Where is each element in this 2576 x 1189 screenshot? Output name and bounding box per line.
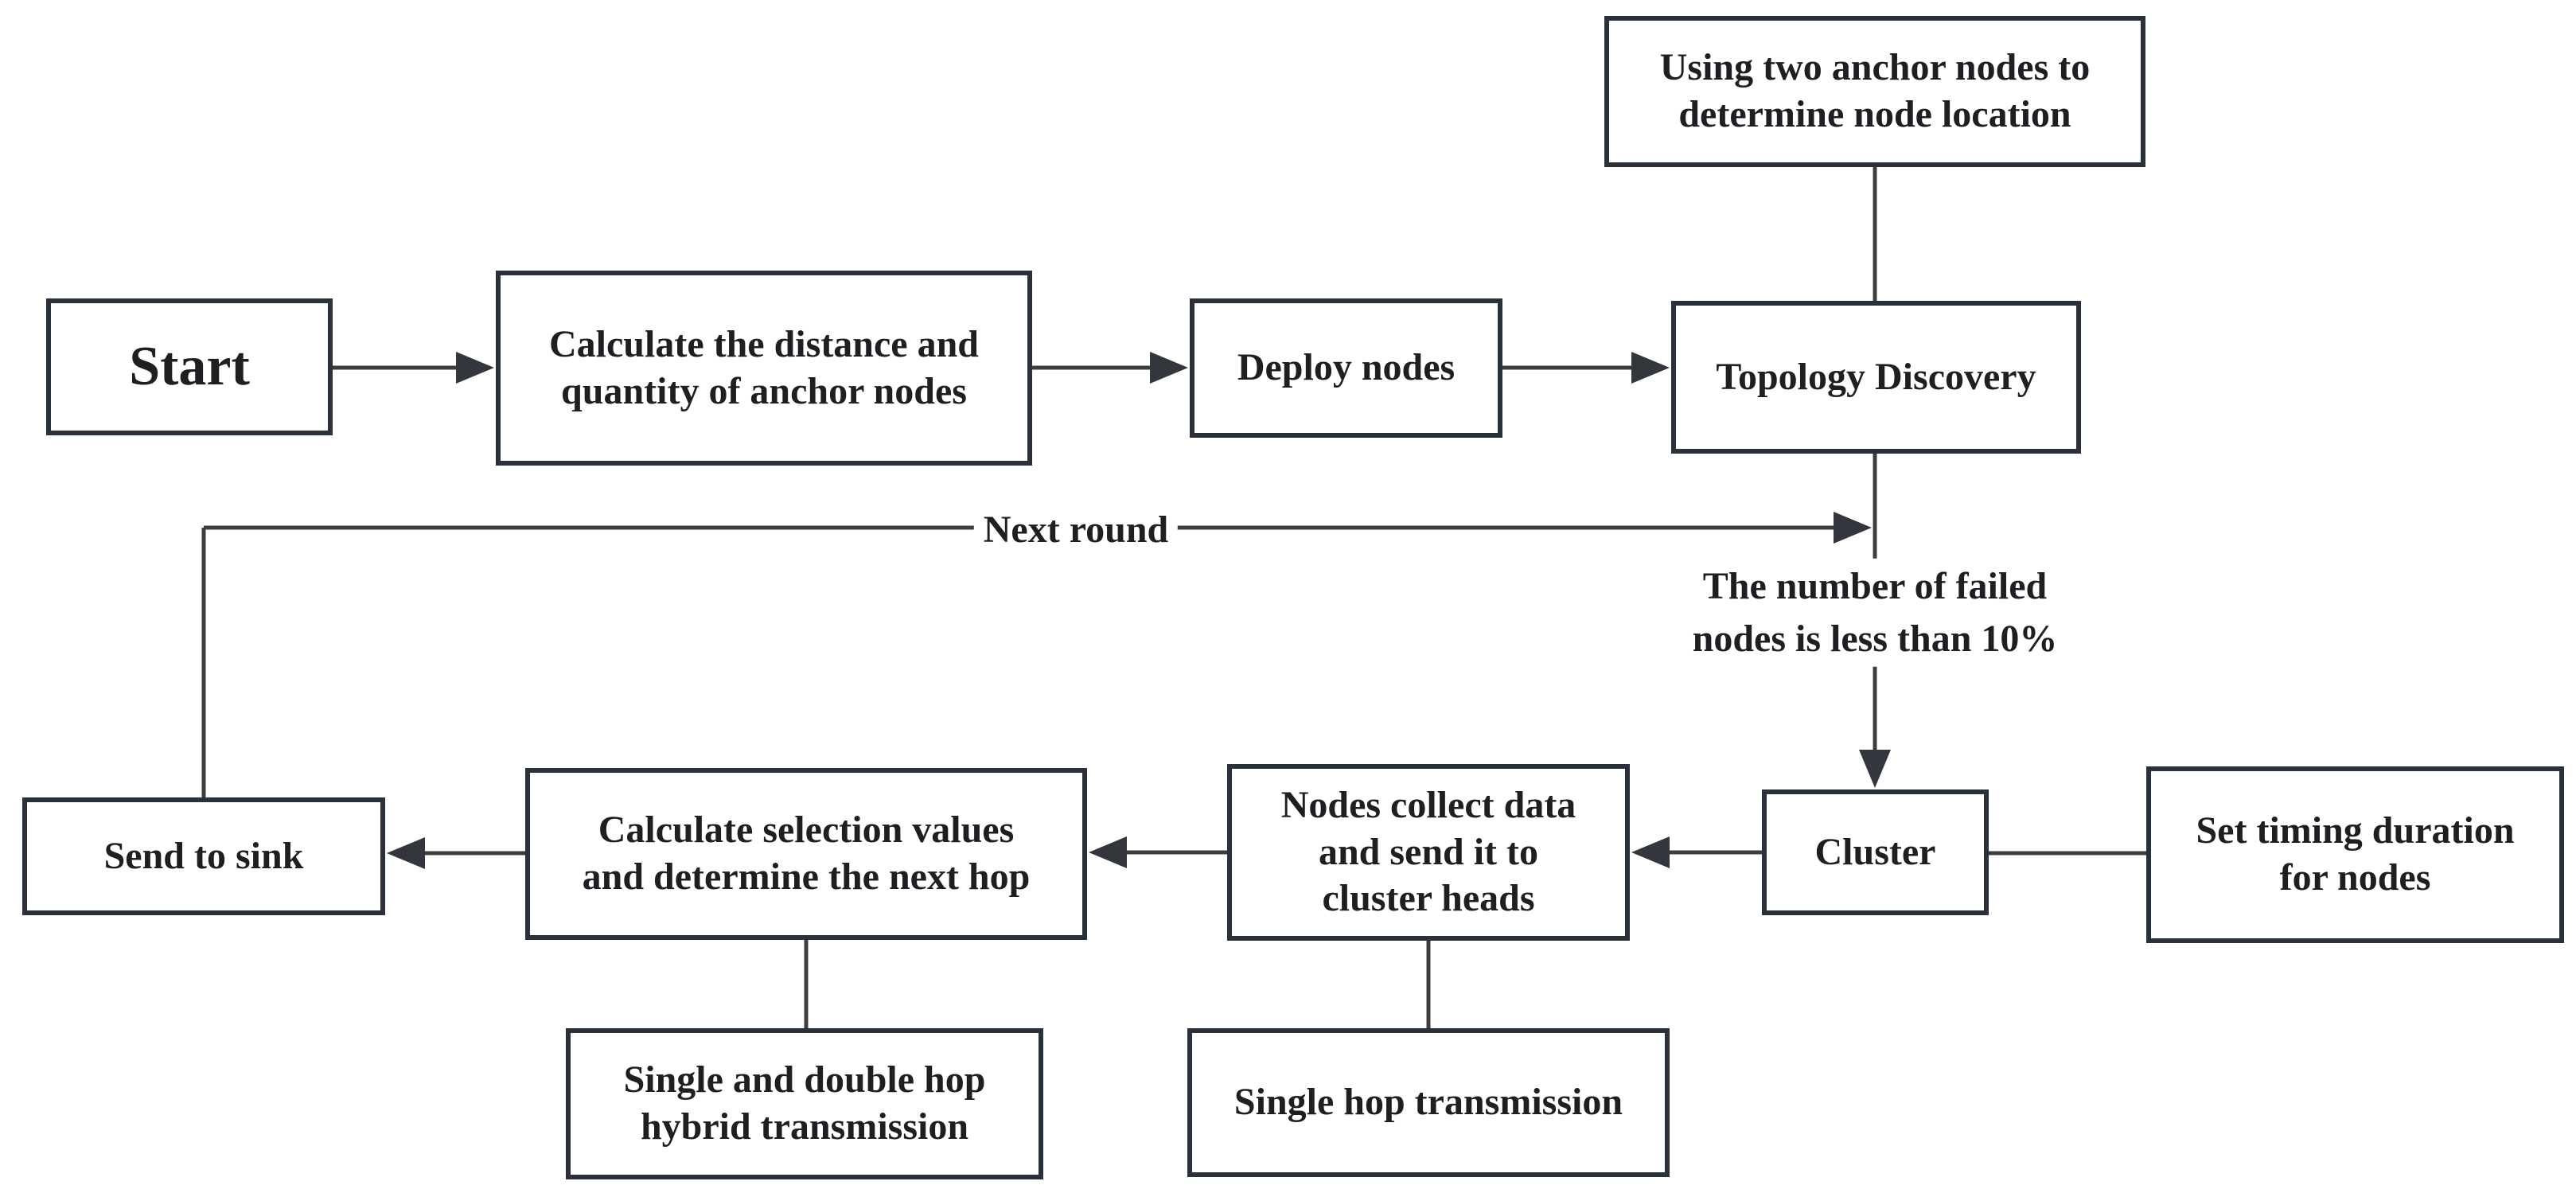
arrowhead-left (1631, 836, 1670, 868)
arrowhead-right (456, 352, 494, 384)
node-send-to-sink: Send to sink (22, 797, 385, 915)
node-hybrid-transmission: Single and double hop hybrid transmissio… (566, 1028, 1043, 1179)
arrowhead-down (1859, 750, 1891, 788)
node-single-hop-transmission: Single hop transmission (1187, 1028, 1670, 1177)
node-cluster: Cluster (1762, 789, 1989, 915)
arrowhead-right (1631, 352, 1670, 384)
node-anchor-location-note: Using two anchor nodes to determine node… (1604, 16, 2145, 167)
edge-label-next-round: Next round (973, 501, 1179, 559)
node-calculate-selection-values: Calculate selection values and determine… (525, 768, 1087, 940)
arrowhead-right (1150, 352, 1188, 384)
arrowhead-right (1834, 512, 1872, 544)
node-set-timing-duration: Set timing duration for nodes (2146, 766, 2564, 943)
node-deploy-nodes: Deploy nodes (1190, 298, 1502, 438)
arrowhead-left (387, 837, 425, 869)
node-start: Start (46, 298, 333, 435)
node-nodes-collect-data: Nodes collect data and send it to cluste… (1227, 764, 1630, 941)
node-calculate-anchor-distance: Calculate the distance and quantity of a… (496, 271, 1032, 466)
node-topology-discovery: Topology Discovery (1671, 301, 2081, 454)
arrowhead-left (1089, 836, 1127, 868)
edge-label-failed-nodes: The number of failed nodes is less than … (1682, 558, 2067, 668)
